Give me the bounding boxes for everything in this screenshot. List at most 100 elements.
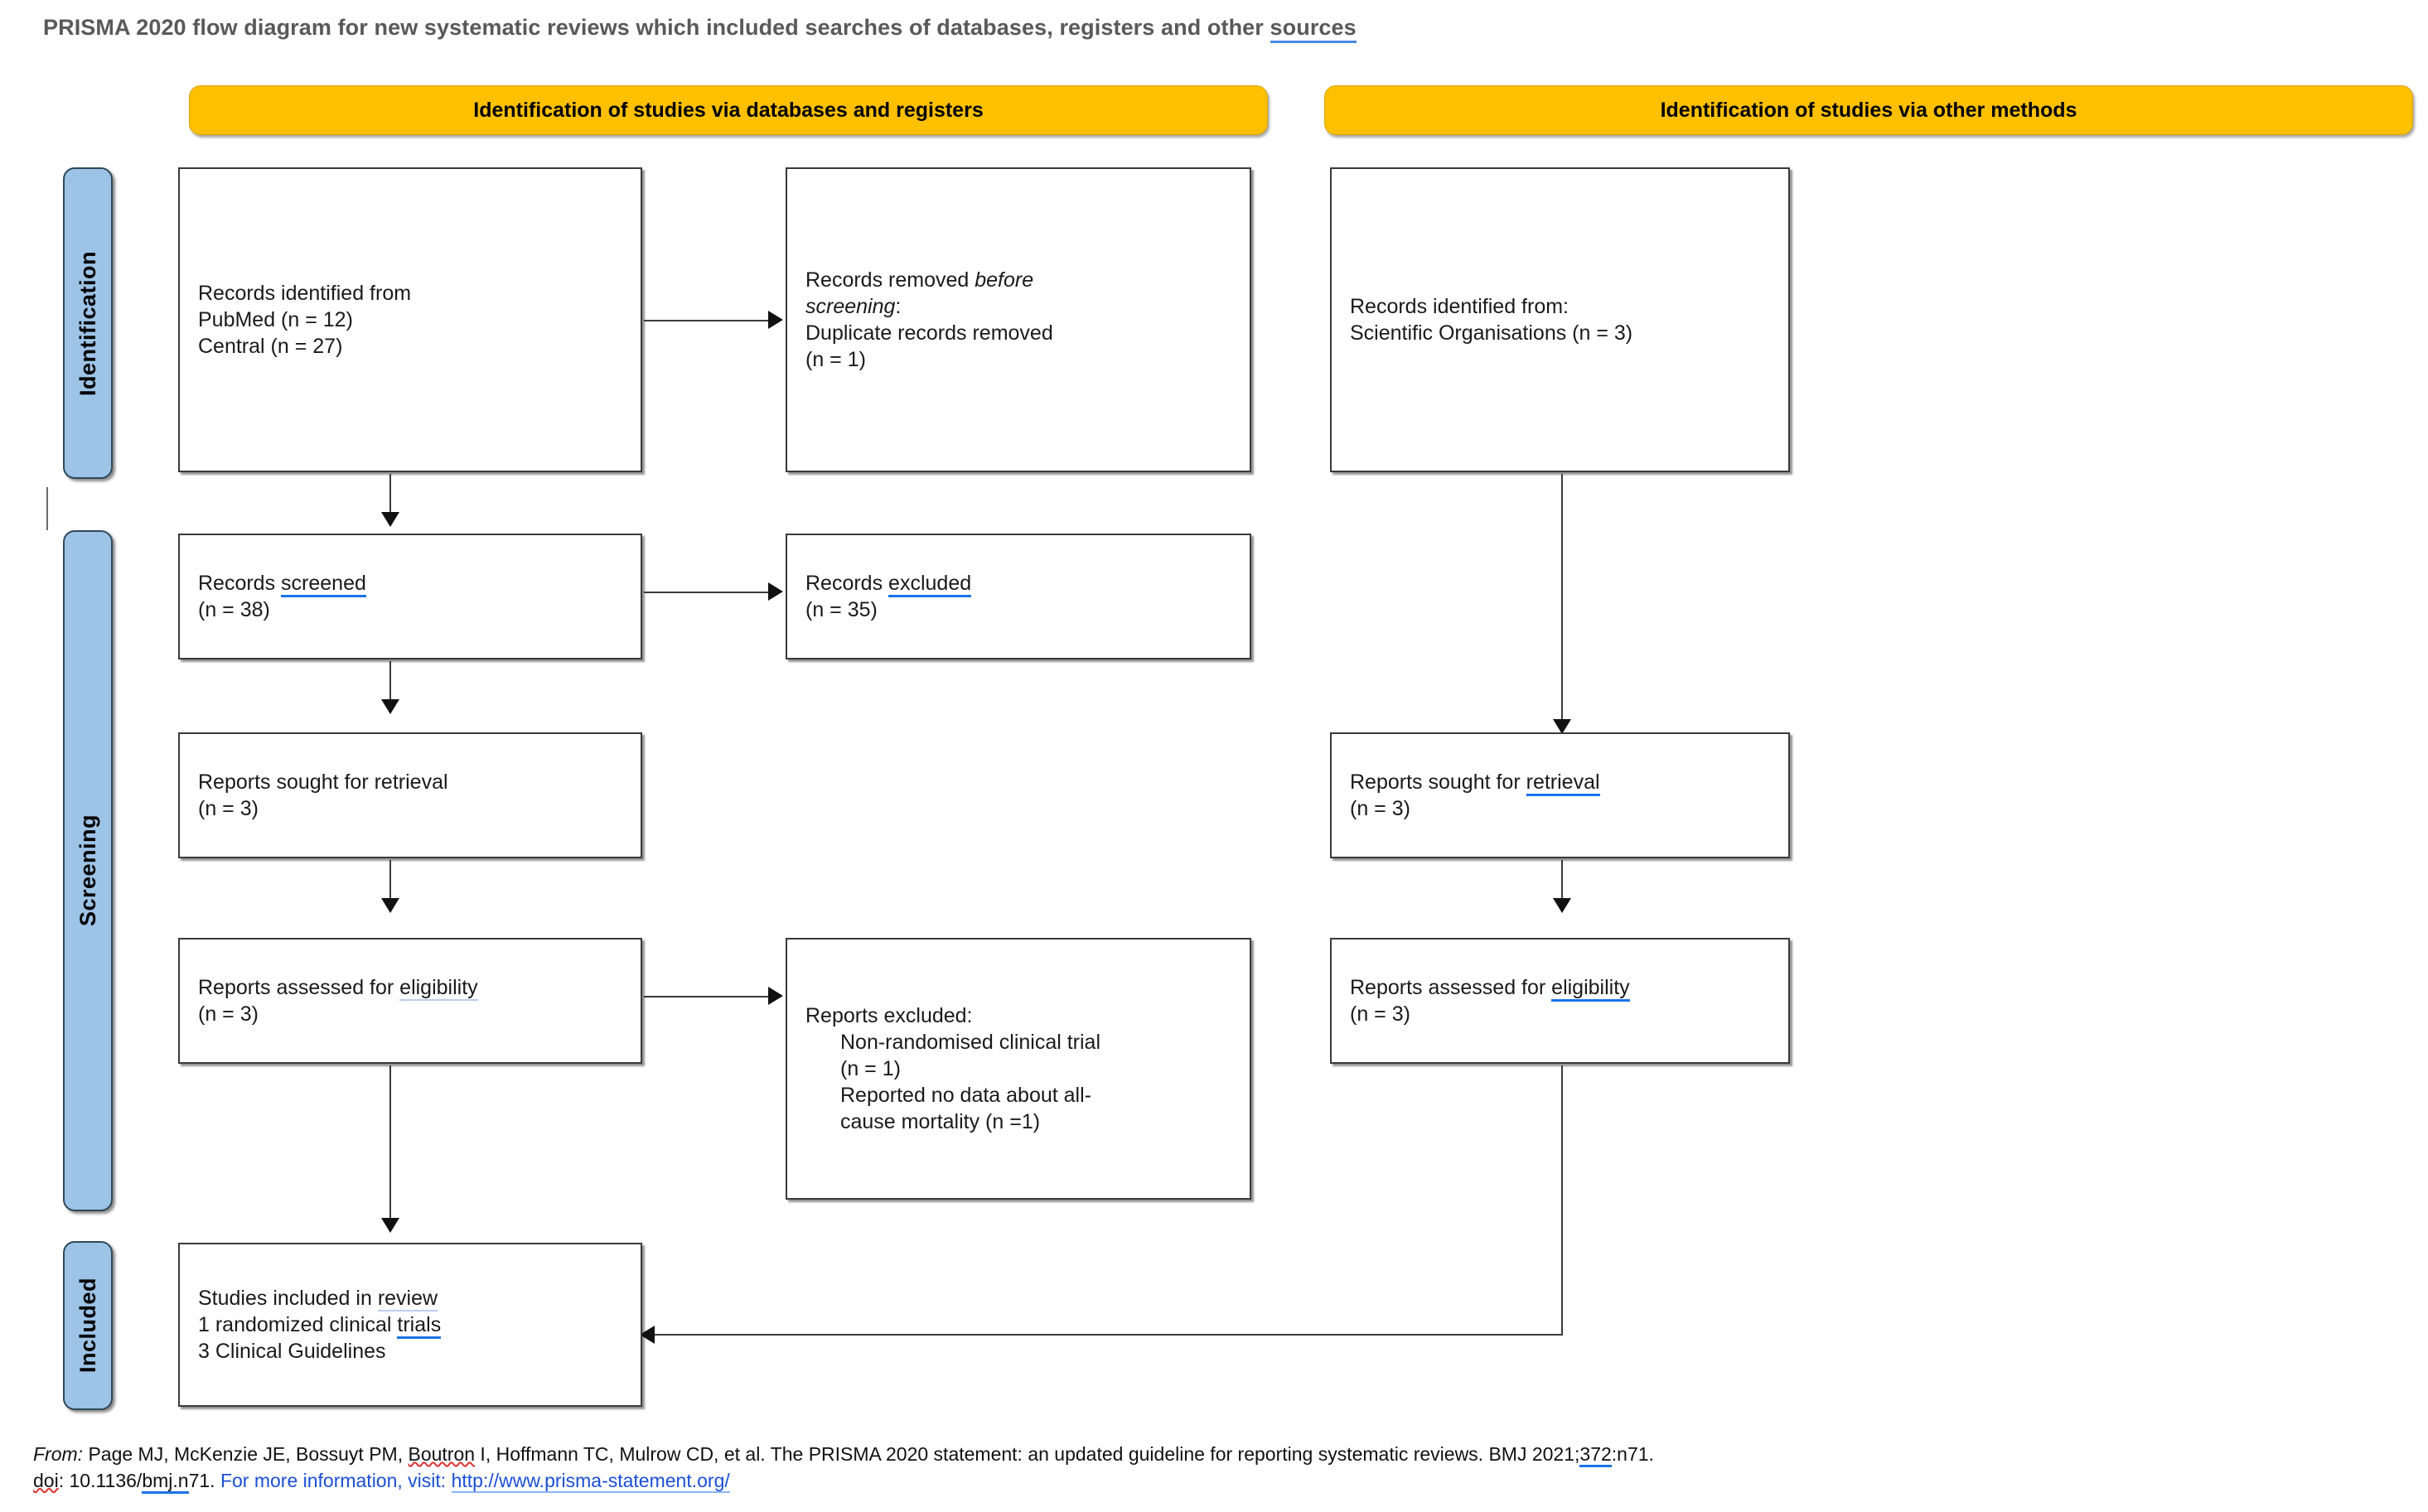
reports-assessed-right-line-2: (n = 3) (1350, 1002, 1410, 1026)
cursor-tick-mark (46, 487, 48, 530)
reports-sought-right-line-2: (n = 3) (1350, 797, 1410, 820)
arrowhead-right-assessed-to-included (640, 1326, 655, 1344)
node-studies-included: Studies included in review 1 randomized … (178, 1243, 642, 1407)
reports-sought-right-flagged-word: retrieval (1526, 770, 1600, 796)
node-reports-assessed-left-body: Reports assessed for eligibility (n = 3) (180, 974, 641, 1027)
page-title-text: PRISMA 2020 flow diagram for new systema… (43, 15, 1270, 40)
node-records-screened-body: Records screened (n = 38) (180, 570, 641, 623)
citation-seg-1: Page MJ, McKenzie JE, Bossuyt PM, (83, 1443, 409, 1465)
arrowhead-assessed-to-included (381, 1218, 399, 1233)
records-removed-l2-plain: : (895, 295, 902, 318)
arrowhead-screened-to-excluded (768, 582, 783, 601)
node-reports-assessed-right-body: Reports assessed for eligibility (n = 3) (1332, 974, 1788, 1027)
reports-assessed-right-line-1: Reports assessed for eligibility (1350, 974, 1770, 1002)
reports-sought-left-line-1: Reports sought for retrieval (198, 770, 448, 794)
rail-identification: Identification (63, 167, 113, 479)
reports-excluded-line-3: (n = 1) (840, 1057, 901, 1080)
reports-excluded-line-4: Reported no data about all- (840, 1084, 1091, 1107)
reports-assessed-right-flagged-word: eligibility (1551, 976, 1630, 1002)
reports-assessed-left-line-2: (n = 3) (198, 1002, 259, 1026)
records-identified-line-3: Central (n = 27) (198, 335, 343, 358)
records-removed-l1-plain: Records removed (805, 268, 975, 292)
connector-screened-to-excluded (644, 592, 768, 593)
connector-identified-to-screened (389, 474, 391, 525)
connector-sought-to-assessed-right (1561, 860, 1563, 911)
records-screened-l1-plain: Records (198, 572, 282, 595)
rail-screening: Screening (63, 530, 113, 1211)
reports-sought-right-line-1: Reports sought for retrieval (1350, 769, 1770, 796)
studies-included-flagged-word-review: review (377, 1287, 438, 1312)
node-reports-excluded-body: Reports excluded: Non-randomised clinica… (787, 1002, 1250, 1135)
arrowhead-sought-to-assessed-right (1553, 898, 1571, 913)
connector-assessed-to-excluded (644, 996, 768, 998)
reports-assessed-right-l1-plain: Reports assessed for (1350, 976, 1552, 999)
node-records-removed-body: Records removed before screening: Duplic… (787, 267, 1250, 373)
citation-more-info-text: For more information, visit: (220, 1469, 452, 1491)
arrowhead-sought-to-assessed-left (381, 898, 399, 913)
connector-other-identified-to-sought (1561, 474, 1563, 732)
reports-sought-left-line-2: (n = 3) (198, 797, 259, 820)
records-identified-line-1: Records identified from (198, 282, 412, 305)
reports-assessed-left-l1-plain: Reports assessed for (198, 976, 400, 999)
page-title: PRISMA 2020 flow diagram for new systema… (43, 15, 1357, 43)
citation-flagged-bmj: bmj.n (142, 1469, 189, 1494)
node-reports-sought-left: Reports sought for retrieval (n = 3) (178, 732, 642, 858)
connector-sought-to-assessed-left (389, 860, 391, 911)
studies-included-flagged-word-trials: trials (397, 1313, 442, 1339)
records-identified-line-2: PubMed (n = 12) (198, 308, 353, 331)
citation-doi-label: doi (33, 1469, 59, 1491)
node-records-identified-body: Records identified from PubMed (n = 12) … (180, 280, 641, 360)
node-records-excluded-body: Records excluded (n = 35) (787, 570, 1250, 623)
studies-included-line-1: Studies included in review (198, 1285, 622, 1312)
records-screened-flagged-word: screened (281, 572, 366, 597)
connector-right-assessed-left (655, 1334, 1563, 1336)
node-reports-assessed-left: Reports assessed for eligibility (n = 3) (178, 938, 642, 1064)
connector-screened-to-sought (389, 661, 391, 713)
connector-identified-to-removed (644, 320, 768, 321)
rail-included-label: Included (75, 1278, 100, 1374)
arrowhead-other-identified-to-sought (1553, 719, 1571, 734)
node-reports-assessed-right: Reports assessed for eligibility (n = 3) (1330, 938, 1790, 1064)
reports-assessed-left-flagged-word: eligibility (399, 976, 478, 1001)
connector-right-assessed-down (1561, 1065, 1563, 1336)
records-excluded-l1-plain: Records (805, 572, 889, 595)
records-removed-line-4: (n = 1) (805, 348, 866, 371)
reports-assessed-left-line-1: Reports assessed for eligibility (198, 974, 622, 1001)
node-reports-excluded: Reports excluded: Non-randomised clinica… (786, 938, 1251, 1200)
citation-prisma-url-link[interactable]: http://www.prisma-statement.org/ (451, 1469, 730, 1493)
arrowhead-identified-to-screened (381, 512, 399, 527)
records-removed-line-1: Records removed before (805, 267, 1231, 293)
arrowhead-screened-to-sought (381, 699, 399, 714)
citation-footer: From: Page MJ, McKenzie JE, Bossuyt PM, … (33, 1442, 2411, 1494)
citation-line-1: From: Page MJ, McKenzie JE, Bossuyt PM, … (33, 1442, 2411, 1468)
node-other-identified-body: Records identified from: Scientific Orga… (1332, 293, 1788, 346)
reports-excluded-line-2: Non-randomised clinical trial (840, 1031, 1101, 1054)
other-identified-line-2: Scientific Organisations (n = 3) (1350, 321, 1633, 345)
citation-line-2: doi: 10.1136/bmj.n71. For more informati… (33, 1468, 2411, 1495)
citation-flagged-boutron: Boutron (408, 1443, 476, 1465)
records-removed-line-3: Duplicate records removed (805, 321, 1053, 345)
records-excluded-flagged-word: excluded (888, 572, 972, 597)
node-records-removed: Records removed before screening: Duplic… (786, 167, 1251, 472)
citation-flagged-372: 372 (1579, 1443, 1612, 1467)
records-screened-line-1: Records screened (198, 570, 622, 597)
arrowhead-identified-to-removed (768, 311, 783, 329)
citation-seg-3: :n71. (1611, 1443, 1654, 1465)
banner-other-methods: Identification of studies via other meth… (1324, 85, 2413, 135)
studies-included-line-3: 3 Clinical Guidelines (198, 1340, 386, 1363)
node-reports-sought-right: Reports sought for retrieval (n = 3) (1330, 732, 1790, 858)
page-title-flagged-word: sources (1270, 15, 1357, 43)
reports-excluded-line-5: cause mortality (n =1) (840, 1110, 1041, 1133)
citation-seg-2: I, Hoffmann TC, Mulrow CD, et al. The PR… (475, 1443, 1580, 1465)
node-other-identified: Records identified from: Scientific Orga… (1330, 167, 1790, 472)
studies-included-l2-plain: 1 randomized clinical (198, 1313, 398, 1336)
studies-included-line-2: 1 randomized clinical trials (198, 1312, 622, 1339)
records-excluded-line-1: Records excluded (805, 570, 1231, 597)
reports-excluded-line-1: Reports excluded: (805, 1004, 973, 1027)
node-reports-sought-right-body: Reports sought for retrieval (n = 3) (1332, 769, 1788, 822)
node-reports-sought-left-body: Reports sought for retrieval (n = 3) (180, 769, 641, 822)
citation-doi-seg-2: 71. (188, 1469, 220, 1491)
rail-included: Included (63, 1241, 113, 1410)
node-records-excluded: Records excluded (n = 35) (786, 534, 1251, 659)
arrowhead-assessed-to-excluded (768, 987, 783, 1005)
